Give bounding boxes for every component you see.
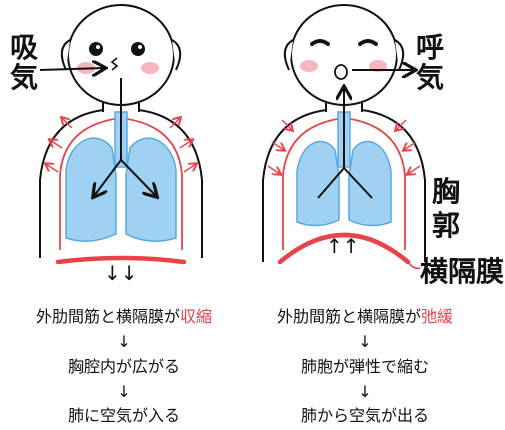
inhale-mouth [110, 57, 119, 71]
inhale-step1-action: 収縮 [180, 307, 213, 326]
inhale-diaphragm [55, 255, 187, 265]
inhale-ear-left [60, 39, 71, 71]
exhale-step3: 肺から空気が出る [300, 406, 429, 425]
exhale-body-outline [262, 109, 327, 262]
exhale-mouth [334, 64, 348, 80]
exhale-eye-right [358, 39, 378, 46]
exhale-eye-left [310, 39, 330, 46]
inhale-step1: 外肋間筋と横隔膜が収縮 [4, 309, 244, 325]
diaphragm-label: 横隔膜 [420, 255, 505, 288]
exhale-label-top: 呼 [416, 31, 445, 64]
exhale-arrow1: ↓ [358, 332, 372, 351]
inhale-label-arrow [39, 68, 104, 70]
exhale-cheek-left [300, 60, 318, 72]
inhale-diaphragm-arrows: ↓↓ [104, 261, 138, 285]
inhale-label-bottom: 気 [10, 61, 39, 94]
inhale-step3: 肺に空気が入る [67, 406, 180, 425]
inhale-figure [39, 4, 203, 265]
exhale-figure [262, 4, 426, 270]
inhale-body-outline [39, 109, 104, 258]
inhale-step2: 胸腔内が広がる [67, 357, 180, 376]
inhale-rib-arrows [46, 118, 196, 173]
inhale-arrow2: ↓ [117, 382, 131, 401]
exhale-lung-left [296, 140, 340, 227]
chest-label-bottom: 郭 [432, 209, 461, 242]
inhale-arrow1: ↓ [117, 332, 131, 351]
exhale-rib-arrows [267, 119, 421, 174]
exhale-step1-prefix: 外肋間筋と横隔膜が [276, 307, 421, 326]
inhale-cheek-right [141, 62, 159, 74]
exhale-diaphragm-arrows: ↑↑ [326, 234, 360, 258]
inhale-eye-left [89, 42, 103, 56]
exhale-ear-left [283, 39, 294, 71]
inhale-eye-right [131, 42, 145, 56]
exhale-step2: 肺胞が弾性で縮む [300, 357, 429, 376]
diaphragm-pointer [407, 261, 421, 270]
exhale-step1: 外肋間筋と横隔膜が弛緩 [245, 309, 485, 325]
inhale-step1-prefix: 外肋間筋と横隔膜が [35, 307, 180, 326]
inhale-lung-left [65, 137, 117, 242]
exhale-ear-right [394, 39, 405, 71]
exhale-diaphragm [277, 232, 411, 265]
inhale-ear-right [171, 39, 182, 71]
exhale-lung-right [348, 140, 392, 227]
exhale-step1-action: 弛緩 [421, 307, 454, 326]
chest-label-top: 胸 [432, 175, 461, 208]
exhale-label-bottom: 気 [416, 61, 445, 94]
inhale-label-top: 吸 [10, 31, 39, 64]
exhale-arrow2: ↓ [358, 382, 372, 401]
